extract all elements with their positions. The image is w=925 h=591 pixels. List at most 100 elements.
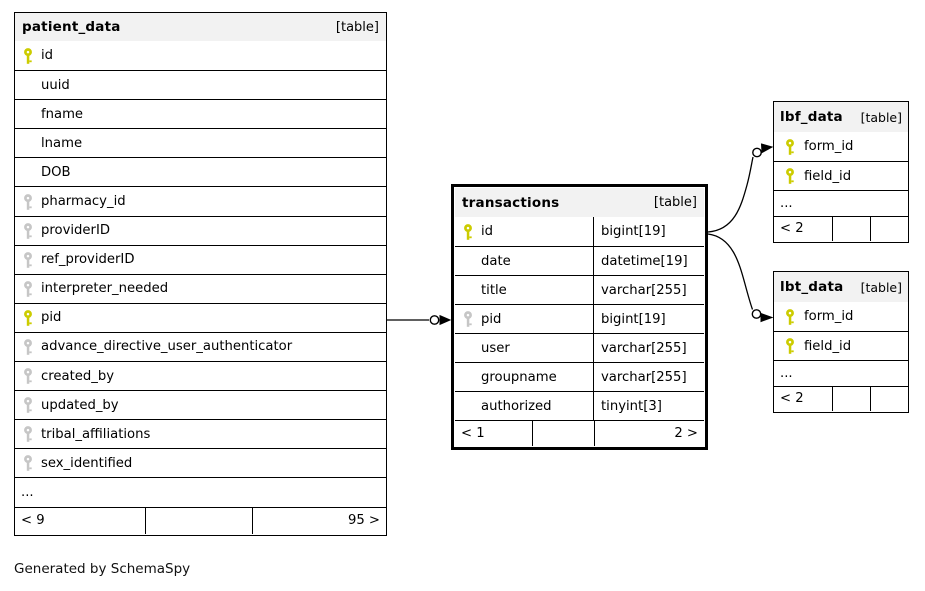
column-row: pid bigint[19]	[455, 304, 704, 333]
arrowhead-icon	[760, 312, 774, 323]
pager-next	[870, 216, 908, 241]
pager-prev: < 9	[21, 513, 45, 528]
table-title[interactable]: lbf_data	[780, 109, 843, 125]
more-columns-indicator: ...	[15, 477, 386, 507]
table-title[interactable]: transactions	[462, 194, 560, 211]
column-row: title varchar[255]	[455, 275, 704, 304]
index-key-icon	[463, 311, 473, 327]
column-type: varchar[255]	[593, 334, 704, 362]
column-name: DOB	[41, 164, 71, 180]
column-row: pid	[15, 302, 386, 332]
index-key-icon	[23, 368, 33, 385]
column-name: tribal_affiliations	[41, 426, 151, 442]
column-row: form_id	[774, 132, 908, 161]
table-header[interactable]: transactions [table]	[455, 188, 704, 217]
column-type: bigint[19]	[593, 217, 704, 246]
column-row: tribal_affiliations	[15, 419, 386, 449]
column-row: fname	[15, 99, 386, 129]
pager-prev: < 1	[461, 426, 485, 441]
column-row: authorized tinyint[3]	[455, 391, 704, 420]
primary-key-icon	[23, 310, 33, 326]
generator-credit: Generated by SchemaSpy	[14, 561, 191, 577]
index-key-icon	[23, 426, 33, 443]
pager-spacer	[831, 386, 871, 411]
table-header[interactable]: patient_data [table]	[15, 13, 386, 41]
column-row: DOB	[15, 157, 386, 187]
primary-key-icon	[785, 338, 795, 354]
column-type: tinyint[3]	[593, 392, 704, 420]
column-row: date datetime[19]	[455, 246, 704, 275]
column-type: varchar[255]	[593, 276, 704, 304]
table-patient-data[interactable]: patient_data [table] id uuid fname lname…	[14, 12, 387, 536]
column-row: field_id	[774, 331, 908, 360]
table-transactions[interactable]: transactions [table] id bigint[19] date …	[451, 184, 708, 450]
index-key-icon	[23, 397, 33, 414]
column-row: groupname varchar[255]	[455, 362, 704, 391]
index-key-icon	[23, 339, 33, 355]
column-name: updated_by	[41, 397, 119, 413]
column-name: field_id	[804, 168, 852, 184]
column-name: user	[481, 340, 510, 356]
column-row: updated_by	[15, 390, 386, 420]
pager-spacer	[144, 507, 253, 534]
table-type-badge: [table]	[860, 109, 902, 125]
primary-key-icon	[785, 168, 795, 184]
column-name: authorized	[481, 398, 552, 414]
table-title[interactable]: lbt_data	[780, 279, 844, 295]
column-name: pharmacy_id	[41, 194, 126, 210]
table-title[interactable]: patient_data	[22, 19, 121, 35]
relationship-line	[707, 156, 754, 233]
pager-prev: < 2	[780, 391, 804, 407]
column-row: created_by	[15, 361, 386, 391]
column-name: ref_providerID	[41, 252, 135, 268]
column-name: providerID	[41, 223, 110, 239]
primary-key-icon	[785, 138, 795, 155]
index-key-icon	[23, 222, 33, 239]
column-type: datetime[19]	[593, 247, 704, 275]
primary-key-icon	[785, 308, 795, 325]
more-columns-indicator: ...	[774, 190, 908, 216]
index-key-icon	[23, 280, 33, 297]
column-name: id	[41, 48, 54, 64]
column-row: sex_identified	[15, 448, 386, 478]
primary-key-icon	[463, 223, 473, 240]
table-type-badge: [table]	[335, 19, 379, 35]
column-row: pharmacy_id	[15, 186, 386, 216]
index-key-icon	[23, 455, 33, 472]
pager-next: 2 >	[594, 421, 704, 446]
column-name: lname	[41, 135, 83, 151]
column-row: id	[15, 41, 386, 71]
connector-circle	[752, 147, 762, 158]
column-name: date	[481, 253, 511, 269]
column-name: form_id	[804, 309, 854, 324]
column-type: varchar[255]	[593, 363, 704, 391]
column-row: uuid	[15, 70, 386, 100]
pager-spacer	[831, 216, 871, 241]
column-name: pid	[41, 310, 62, 326]
arrowhead-icon	[439, 314, 452, 326]
column-name: advance_directive_user_authenticator	[41, 339, 293, 355]
pager-next	[870, 386, 908, 411]
column-row: providerID	[15, 215, 386, 245]
table-lbf-data[interactable]: lbf_data [table] form_id field_id ... < …	[773, 101, 909, 243]
index-key-icon	[23, 193, 33, 210]
table-type-badge: [table]	[860, 279, 902, 295]
column-row: ref_providerID	[15, 244, 386, 274]
table-type-badge: [table]	[653, 195, 697, 210]
table-header[interactable]: lbf_data [table]	[774, 102, 908, 132]
more-columns-indicator: ...	[774, 360, 908, 386]
column-row: lname	[15, 128, 386, 158]
arrowhead-icon	[760, 143, 774, 154]
column-name: fname	[41, 106, 84, 122]
connector-circle	[751, 309, 762, 319]
pager-row: < 2	[774, 385, 908, 411]
table-header[interactable]: lbt_data [table]	[774, 272, 908, 302]
table-lbt-data[interactable]: lbt_data [table] form_id field_id ... < …	[773, 271, 909, 413]
column-name: form_id	[804, 139, 854, 154]
column-name: field_id	[804, 338, 852, 354]
column-row: interpreter_needed	[15, 273, 386, 303]
column-name: pid	[481, 311, 502, 327]
primary-key-icon	[23, 47, 33, 64]
pager-row: < 2	[774, 215, 908, 241]
